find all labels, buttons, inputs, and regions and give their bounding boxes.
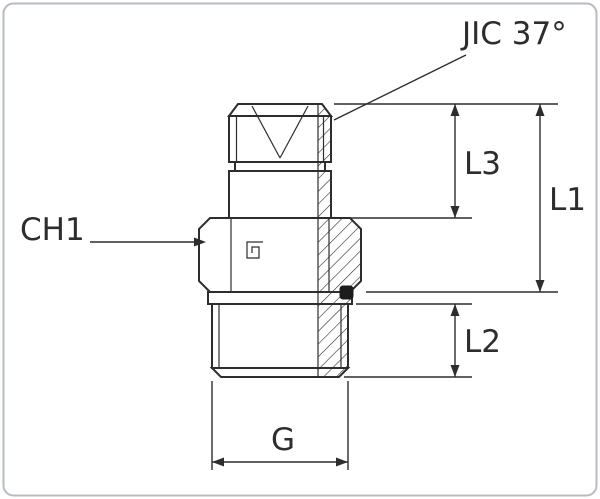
manufacturer-stamp-icon bbox=[246, 241, 263, 259]
dimension-l3: L3 bbox=[450, 104, 501, 218]
seal-ring bbox=[339, 285, 354, 300]
label-thread-size: G bbox=[271, 422, 295, 458]
label-l1: L1 bbox=[549, 182, 586, 218]
callout-jic: JIC 37° bbox=[333, 16, 567, 121]
label-l2: L2 bbox=[464, 324, 501, 360]
callout-ch1: CH1 bbox=[20, 212, 206, 248]
extension-lines bbox=[211, 103, 558, 470]
dimension-l2: L2 bbox=[450, 304, 501, 377]
label-l3: L3 bbox=[464, 146, 501, 182]
thread-detail-lines bbox=[218, 105, 342, 368]
section-hatch bbox=[317, 104, 361, 377]
label-thread-type: JIC 37° bbox=[460, 16, 567, 52]
dimension-l1: L1 bbox=[535, 104, 586, 292]
dimension-g: G bbox=[212, 422, 348, 467]
label-wrench-size: CH1 bbox=[20, 212, 85, 248]
